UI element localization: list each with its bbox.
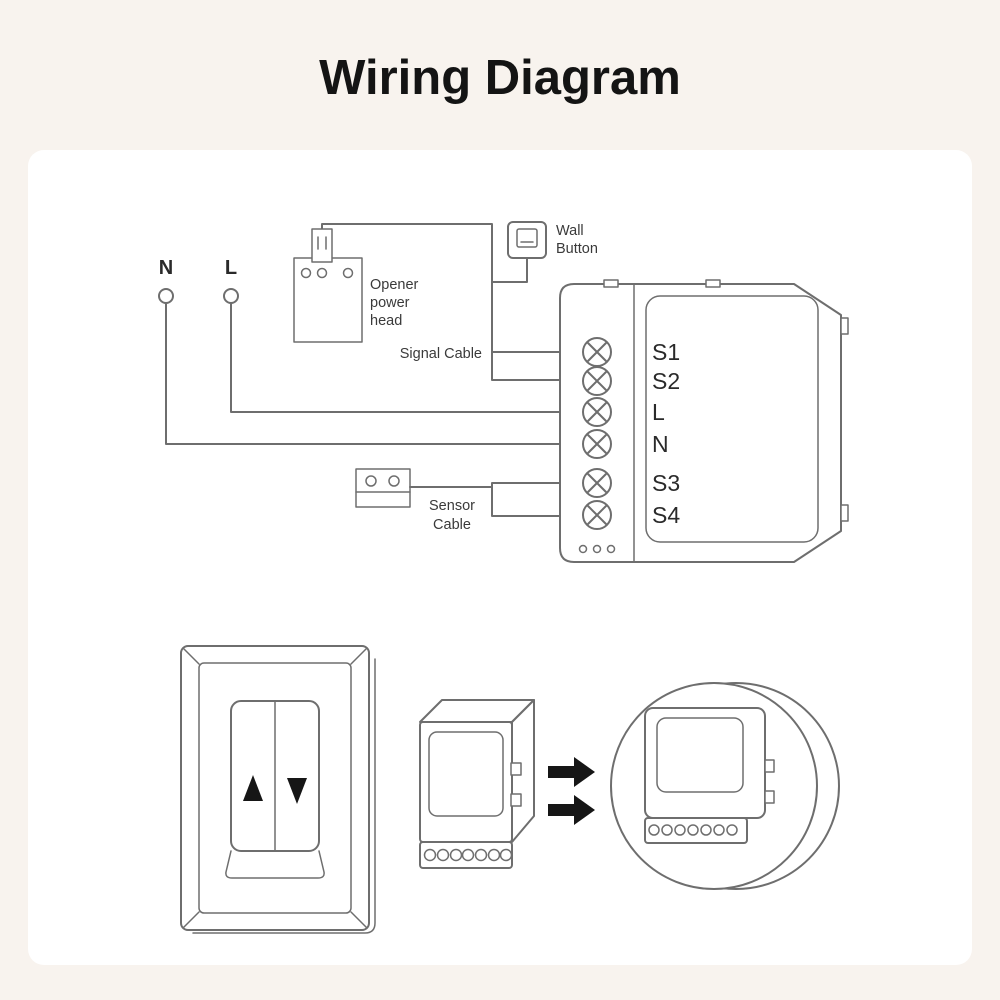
arrow-right-icon bbox=[548, 757, 595, 787]
module-indicator-dot bbox=[592, 544, 602, 554]
module-3d-panel bbox=[428, 731, 504, 817]
boxed-module-terminal-hole bbox=[674, 824, 686, 836]
module-top-notch bbox=[603, 279, 619, 288]
module-3d-terminal-hole bbox=[436, 848, 450, 862]
signal-cable-label: Signal Cable bbox=[400, 346, 482, 362]
sensor-terminal-dot bbox=[388, 475, 400, 487]
opener-plug bbox=[311, 228, 333, 263]
round-mounting-box bbox=[610, 682, 840, 890]
terminal-screw-s4 bbox=[582, 500, 612, 530]
terminal-label-s2: S2 bbox=[652, 368, 680, 394]
terminal-screw-s2 bbox=[582, 366, 612, 396]
switch-plate-bevel bbox=[182, 911, 200, 929]
module-3d-terminal-hole bbox=[499, 848, 513, 862]
terminal-screw-s3 bbox=[582, 468, 612, 498]
wire-live bbox=[230, 302, 561, 413]
wall-switch bbox=[180, 645, 376, 934]
opener-power-head bbox=[293, 228, 363, 343]
boxed-module-terminal-hole bbox=[700, 824, 712, 836]
live-terminal-label: L bbox=[225, 257, 237, 279]
boxed-module-terminal-hole bbox=[661, 824, 673, 836]
sensor-terminal-dot bbox=[365, 475, 377, 487]
wire-signal-bracket bbox=[491, 351, 561, 381]
module-3d-terminal-hole bbox=[423, 848, 437, 862]
module-3d-terminal-hole bbox=[487, 848, 501, 862]
wall-button bbox=[507, 221, 547, 259]
boxed-module-tab bbox=[764, 759, 775, 773]
mains-terminals: N L bbox=[158, 257, 239, 304]
terminal-label-s3: S3 bbox=[652, 470, 680, 496]
install-arrows bbox=[548, 757, 595, 825]
module-3d-terminal-hole bbox=[474, 848, 488, 862]
wall-button-icon bbox=[516, 228, 538, 248]
neutral-terminal-label: N bbox=[159, 257, 173, 279]
relay-module: S1 S2 L N S3 S4 bbox=[559, 279, 849, 563]
boxed-module-terminal-hole bbox=[713, 824, 725, 836]
module-3d-terminal-hole bbox=[461, 848, 475, 862]
module-panel bbox=[645, 295, 819, 543]
opener-terminal-dot bbox=[342, 267, 354, 279]
boxed-module-terminal-hole bbox=[687, 824, 699, 836]
boxed-module-front bbox=[644, 707, 766, 819]
switch-plate-inner bbox=[198, 662, 352, 914]
sensor-cable-label-line-2: Cable bbox=[433, 517, 471, 533]
boxed-module-tab bbox=[764, 790, 775, 804]
boxed-module-terminal-hole bbox=[726, 824, 738, 836]
page-title: Wiring Diagram bbox=[319, 51, 681, 105]
boxed-module-panel bbox=[656, 717, 744, 793]
switch-plate-bevel bbox=[350, 911, 368, 929]
wire-opener-signal bbox=[321, 223, 493, 367]
module-3d-terminal-hole bbox=[449, 848, 463, 862]
opener-terminal-dot bbox=[316, 267, 328, 279]
boxed-module-terminal-strip bbox=[644, 817, 748, 844]
wall-button-label-line-2: Button bbox=[556, 241, 598, 257]
opener-label-line-1: Opener bbox=[370, 277, 419, 293]
terminal-label-n: N bbox=[652, 431, 669, 457]
module-outline bbox=[559, 283, 842, 563]
opener-label-line-3: head bbox=[370, 313, 402, 329]
down-arrow-icon bbox=[287, 778, 307, 804]
wire-sensor-bracket bbox=[491, 482, 561, 517]
module-3d-terminal-strip bbox=[419, 841, 513, 869]
module-top-notch bbox=[705, 279, 721, 288]
boxed-module-terminal-hole bbox=[648, 824, 660, 836]
module-mount-tab bbox=[840, 504, 849, 522]
wire-wall-button bbox=[491, 257, 528, 283]
arrow-right-icon bbox=[548, 795, 595, 825]
terminal-label-l: L bbox=[652, 399, 665, 425]
terminal-screw-l bbox=[582, 397, 612, 427]
terminal-label-s1: S1 bbox=[652, 339, 680, 365]
opener-label-line-2: power bbox=[370, 295, 410, 311]
sensor-cable-label-line-1: Sensor bbox=[429, 498, 475, 514]
module-3d bbox=[419, 699, 535, 869]
switch-plate-bevel bbox=[182, 647, 200, 665]
terminal-screw-n bbox=[582, 429, 612, 459]
module-mount-tab bbox=[840, 317, 849, 335]
switch-plate-bevel bbox=[350, 647, 368, 665]
sensor-box bbox=[355, 468, 411, 508]
wire-neutral bbox=[165, 302, 561, 445]
sensor-connector bbox=[355, 468, 411, 508]
wall-button-label-line-1: Wall bbox=[556, 223, 584, 239]
opener-terminal-dot bbox=[300, 267, 312, 279]
module-3d-front-face bbox=[419, 721, 513, 843]
neutral-terminal-circle bbox=[158, 288, 174, 304]
module-3d-tab bbox=[510, 793, 522, 807]
module-indicator-dot bbox=[578, 544, 588, 554]
up-arrow-icon bbox=[243, 775, 263, 801]
module-indicator-dot bbox=[606, 544, 616, 554]
switch-plate-depth bbox=[192, 658, 376, 934]
module-3d-tab bbox=[510, 762, 522, 776]
switch-rocker-lip bbox=[225, 850, 325, 879]
live-terminal-circle bbox=[223, 288, 239, 304]
terminal-label-s4: S4 bbox=[652, 502, 680, 528]
wall-button-box bbox=[507, 221, 547, 259]
